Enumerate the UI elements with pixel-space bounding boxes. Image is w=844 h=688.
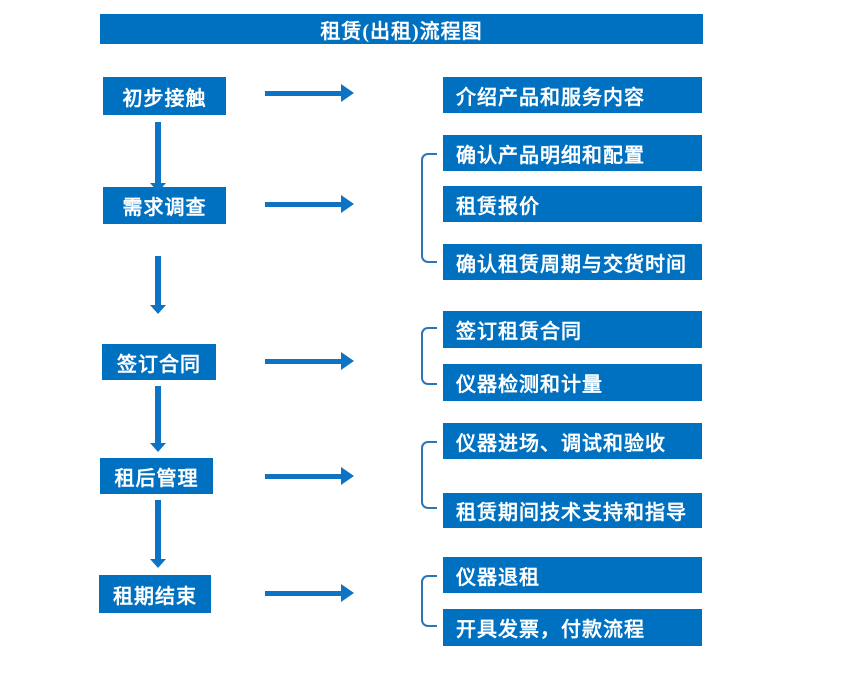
right-arrow-3	[265, 352, 354, 371]
detail-box-rental-quotation: 租赁报价	[443, 186, 702, 222]
step-box-lease-end: 租期结束	[99, 575, 211, 613]
right-arrow-shaft	[265, 359, 342, 364]
detail-box-instrument-setup-acceptance: 仪器进场、调试和验收	[443, 423, 702, 459]
step-box-post-rental-management: 租后管理	[100, 458, 213, 494]
group-bracket-post-rental	[421, 441, 437, 509]
step-box-initial-contact: 初步接触	[103, 77, 226, 115]
right-arrow-shaft	[265, 474, 342, 479]
down-arrow-head-icon	[150, 443, 166, 452]
detail-box-sign-rental-contract: 签订租赁合同	[443, 311, 702, 348]
detail-box-technical-support: 租赁期间技术支持和指导	[443, 493, 702, 528]
down-arrow-head-icon	[150, 183, 166, 192]
down-arrow-2	[150, 256, 167, 314]
down-arrow-shaft	[155, 386, 161, 443]
right-arrow-shaft	[265, 91, 342, 96]
right-arrow-shaft	[265, 202, 342, 207]
down-arrow-shaft	[155, 256, 161, 305]
group-bracket-demand-survey	[421, 153, 437, 263]
detail-box-confirm-rental-period-delivery: 确认租赁周期与交货时间	[443, 244, 702, 280]
right-arrow-head-icon	[341, 352, 354, 370]
right-arrow-head-icon	[341, 195, 354, 213]
detail-box-instrument-testing-metering: 仪器检测和计量	[443, 364, 702, 401]
right-arrow-1	[265, 84, 354, 103]
flowchart-title: 租赁(出租)流程图	[100, 14, 703, 44]
down-arrow-3	[150, 386, 167, 452]
detail-box-confirm-product-details: 确认产品明细和配置	[443, 135, 702, 171]
down-arrow-shaft	[155, 122, 161, 183]
right-arrow-4	[265, 467, 354, 486]
step-box-demand-survey: 需求调查	[103, 187, 226, 224]
down-arrow-4	[150, 500, 167, 568]
step-box-sign-contract: 签订合同	[102, 344, 216, 380]
down-arrow-shaft	[155, 500, 161, 559]
right-arrow-head-icon	[341, 467, 354, 485]
down-arrow-head-icon	[150, 559, 166, 568]
right-arrow-5	[265, 584, 354, 603]
right-arrow-head-icon	[341, 584, 354, 602]
right-arrow-shaft	[265, 591, 342, 596]
detail-box-instrument-return: 仪器退租	[443, 557, 702, 593]
right-arrow-head-icon	[341, 84, 354, 102]
group-bracket-sign-contract	[421, 327, 437, 385]
detail-box-introduce-products-services: 介绍产品和服务内容	[443, 77, 702, 113]
down-arrow-1	[150, 122, 167, 192]
right-arrow-2	[265, 195, 354, 214]
down-arrow-head-icon	[150, 305, 166, 314]
detail-box-invoice-payment: 开具发票，付款流程	[443, 609, 702, 646]
group-bracket-lease-end	[421, 575, 437, 627]
